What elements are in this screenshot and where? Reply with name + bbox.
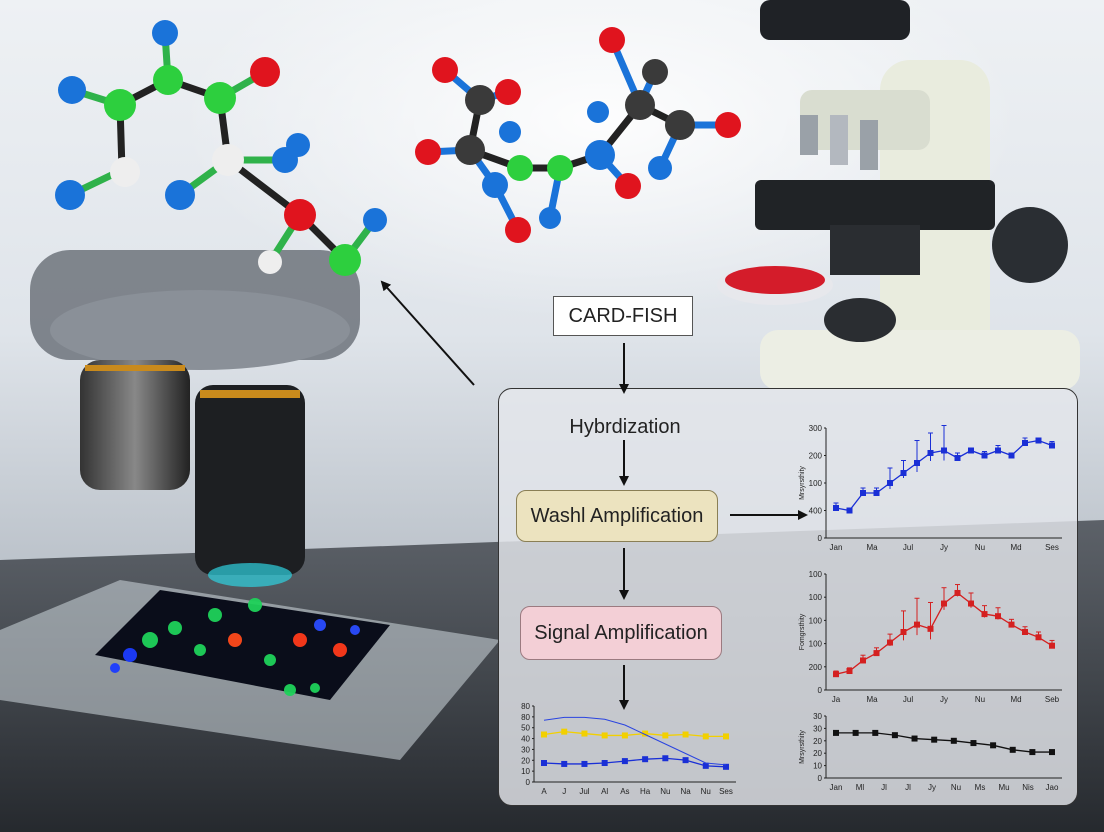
- card-fish-box: CARD-FISH: [553, 296, 693, 336]
- molecule-left: [55, 20, 387, 276]
- signal-amplification-box: Signal Amplification: [520, 606, 722, 660]
- wash-amplification-label: Washl Amplification: [530, 504, 704, 527]
- petri-dish: [717, 265, 833, 305]
- left-microscope: [30, 250, 360, 587]
- wash-amplification-box: Washl Amplification: [516, 490, 718, 542]
- right-microscope: [755, 0, 1080, 390]
- process-panel: [498, 388, 1078, 806]
- card-fish-label: CARD-FISH: [568, 304, 678, 327]
- molecule-right: [415, 27, 741, 243]
- hybridization-step: Hybrdization: [540, 408, 710, 446]
- hybridization-label: Hybrdization: [569, 415, 681, 438]
- signal-amplification-label: Signal Amplification: [534, 621, 708, 644]
- microscope-slide: [0, 580, 500, 760]
